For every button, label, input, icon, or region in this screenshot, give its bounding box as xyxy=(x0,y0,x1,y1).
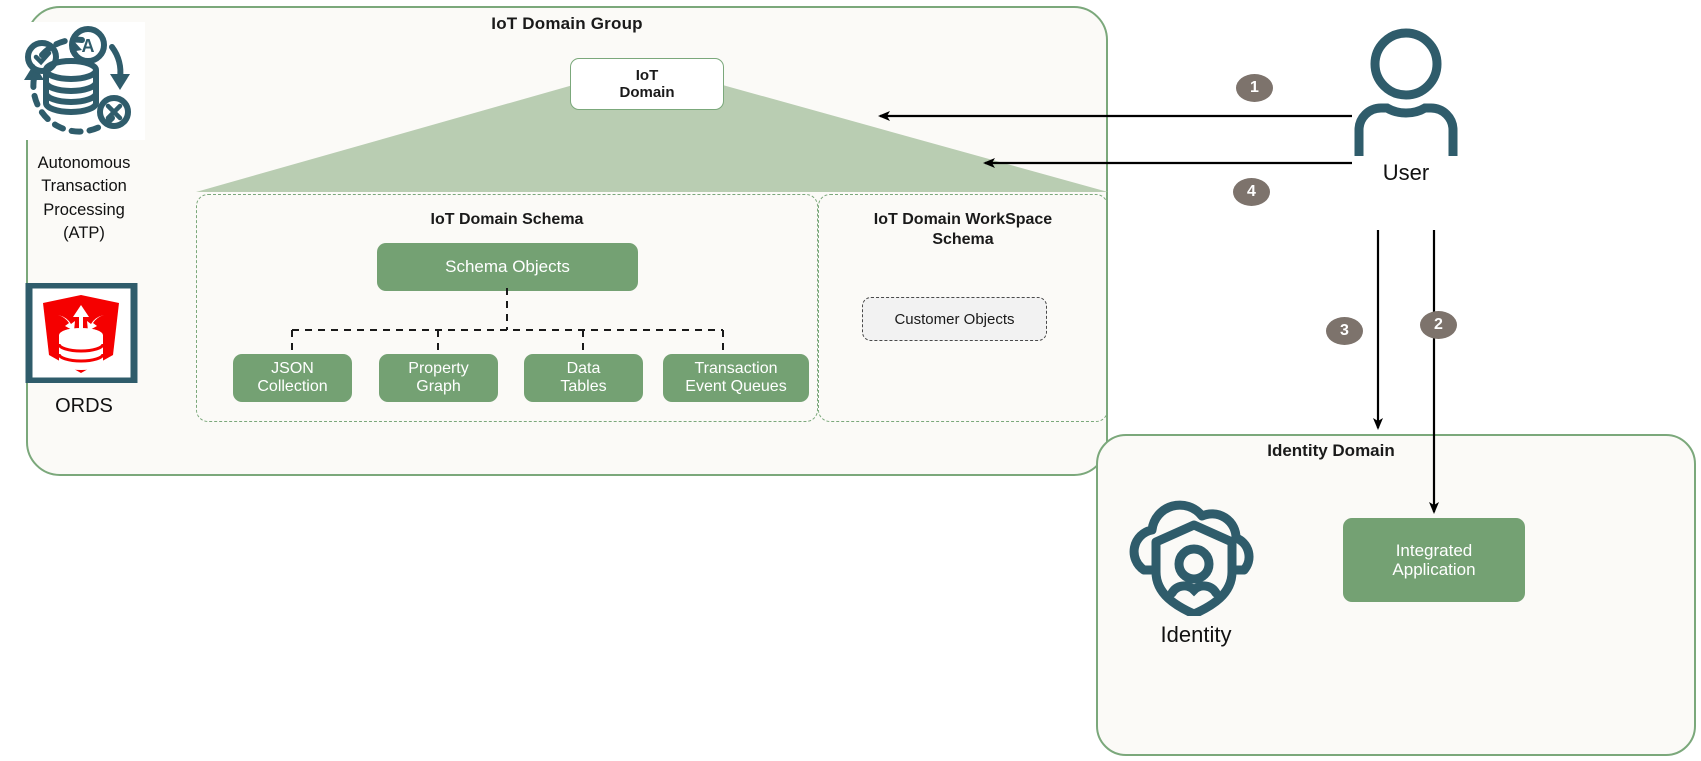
leaf-2-line-1: Data xyxy=(566,359,601,377)
workspace-title-line-2: Schema xyxy=(932,231,994,248)
leaf-0-line-1: JSON xyxy=(271,359,314,377)
leaf-1-line-1: Property xyxy=(408,359,469,377)
ords-icon xyxy=(25,281,138,385)
schema-objects-label: Schema Objects xyxy=(445,257,570,277)
identity-label: Identity xyxy=(1160,622,1232,647)
iot-domain-triangle xyxy=(196,64,1108,194)
leaf-2-line-2: Tables xyxy=(560,378,607,395)
atp-line-3: Processing xyxy=(43,200,125,219)
step-badge-4: 4 xyxy=(1233,178,1270,206)
iot-domain-schema-title: IoT Domain Schema xyxy=(430,211,584,228)
atp-line-2: Transaction xyxy=(41,177,127,196)
schema-leaf-data-tables[interactable]: Data Tables xyxy=(524,354,643,402)
identity-domain-title: Identity Domain xyxy=(1267,441,1395,460)
iot-domain-schema-panel xyxy=(196,194,818,422)
iot-domain-box[interactable]: IoT Domain xyxy=(570,58,724,110)
iot-domain-workspace-schema-panel xyxy=(818,194,1108,422)
schema-leaf-json-collection[interactable]: JSON Collection xyxy=(233,354,352,402)
integrated-application-line-1: Integrated xyxy=(1395,540,1473,560)
workspace-title-line-1: IoT Domain WorkSpace xyxy=(873,211,1053,228)
customer-objects-box[interactable]: Customer Objects xyxy=(862,297,1047,341)
autonomous-transaction-processing-icon: A xyxy=(20,22,145,140)
user-icon xyxy=(1352,28,1460,161)
step-badge-3: 3 xyxy=(1326,317,1363,345)
integrated-application-line-2: Application xyxy=(1392,560,1476,579)
iot-domain-line-1: IoT xyxy=(635,66,659,84)
schema-leaf-property-graph[interactable]: Property Graph xyxy=(379,354,498,402)
schema-leaf-transaction-event-queues[interactable]: Transaction Event Queues xyxy=(663,354,809,402)
user-label: User xyxy=(1382,160,1430,185)
autonomous-transaction-processing-label: Autonomous Transaction Processing (ATP) xyxy=(10,152,158,246)
step-badge-2: 2 xyxy=(1420,311,1457,339)
iot-domain-workspace-schema-title: IoT Domain WorkSpace Schema xyxy=(818,210,1108,250)
atp-line-1: Autonomous xyxy=(37,154,131,172)
atp-line-4: (ATP) xyxy=(63,224,105,243)
iot-domain-line-2: Domain xyxy=(619,84,675,101)
leaf-0-line-2: Collection xyxy=(257,378,328,395)
leaf-3-line-1: Transaction xyxy=(694,359,778,377)
schema-tree-connectors xyxy=(196,288,818,360)
schema-objects-box[interactable]: Schema Objects xyxy=(377,243,638,291)
leaf-3-line-2: Event Queues xyxy=(685,378,787,395)
identity-shield-cloud-icon xyxy=(1128,492,1260,619)
svg-text:A: A xyxy=(82,36,95,56)
iot-domain-group-title: IoT Domain Group xyxy=(491,14,643,33)
integrated-application-box[interactable]: Integrated Application xyxy=(1343,518,1525,602)
ords-label: ORDS xyxy=(55,395,113,417)
leaf-1-line-2: Graph xyxy=(416,378,461,395)
step-badge-1: 1 xyxy=(1236,74,1273,102)
customer-objects-label: Customer Objects xyxy=(894,310,1015,328)
